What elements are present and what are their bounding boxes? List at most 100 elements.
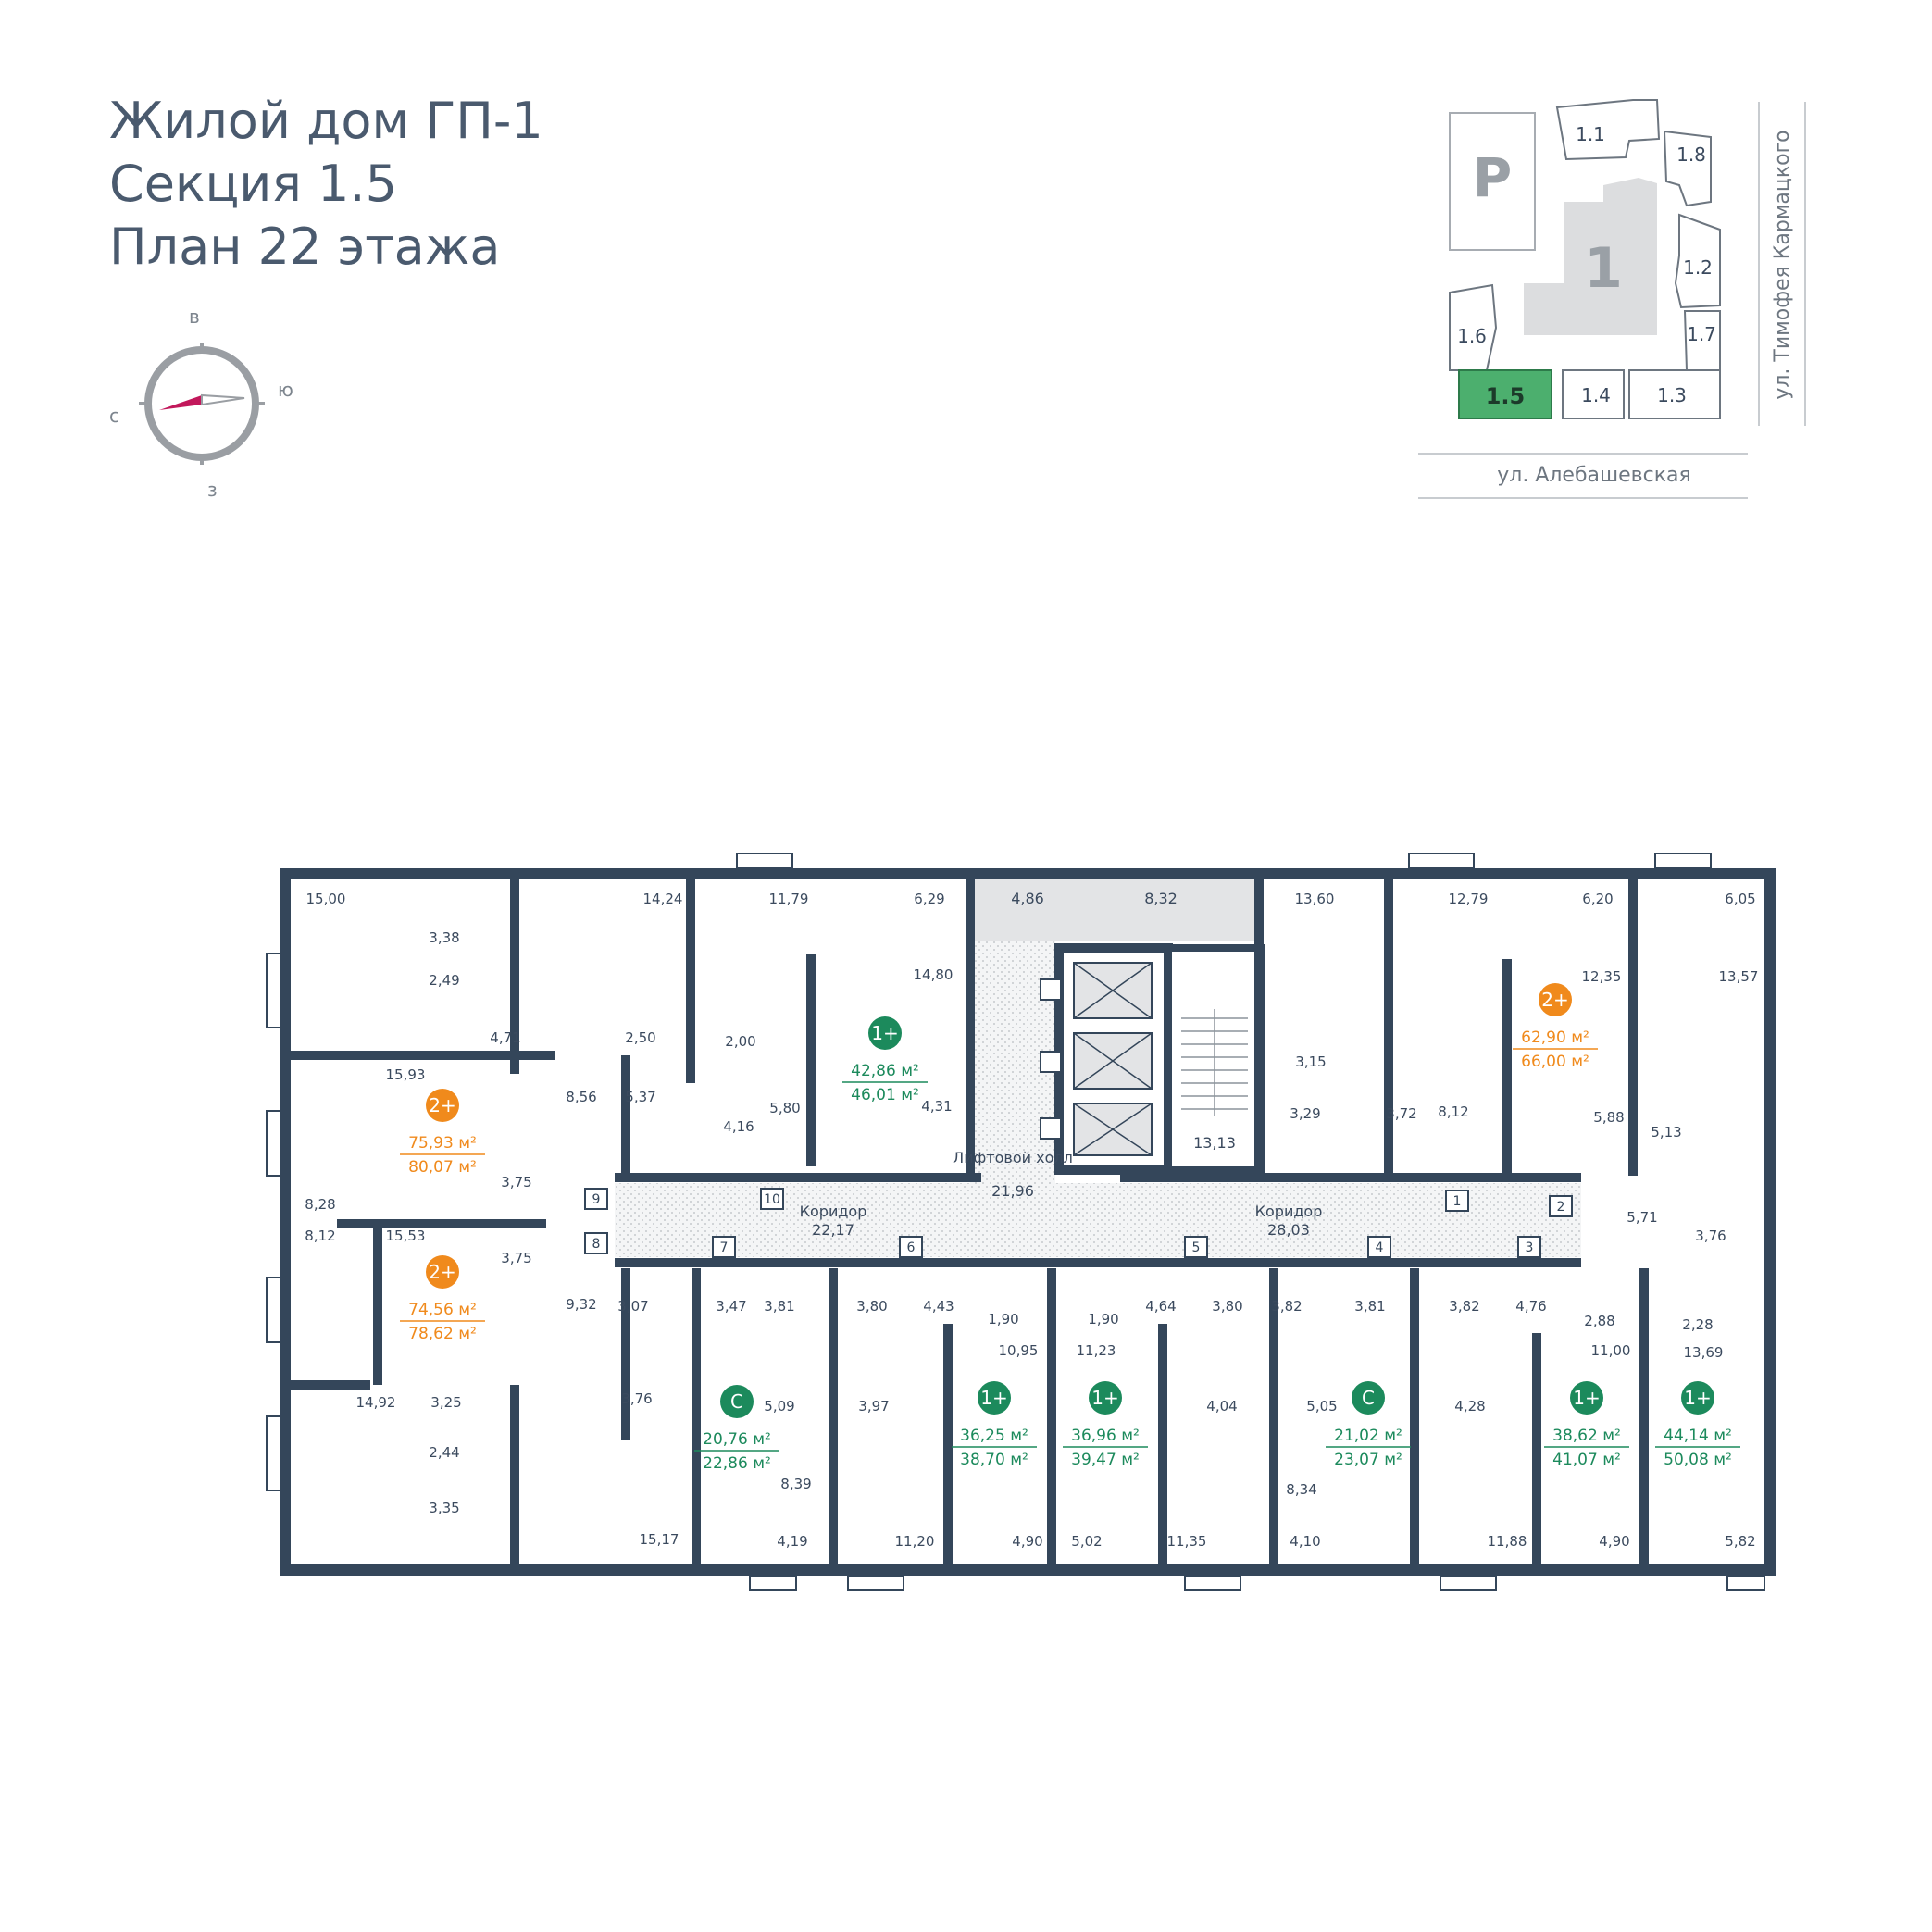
corridor	[615, 1183, 1581, 1257]
door-number-label: 8	[592, 1237, 601, 1252]
street-bottom: ул. Алебашевская	[1497, 464, 1691, 487]
building-title: Жилой дом ГП-1	[109, 92, 543, 150]
door-number-label: 3	[1526, 1240, 1534, 1255]
room-area: 3,80	[856, 1298, 887, 1315]
room-area: 3,29	[1290, 1105, 1320, 1122]
parking-label: P	[1473, 146, 1513, 209]
room-area: 3,76	[1695, 1228, 1726, 1244]
floor-title: План 22 этажа	[109, 218, 501, 276]
door-number-9: 9	[584, 1188, 608, 1210]
apartment-area-living: 20,76 м²	[703, 1430, 771, 1449]
room-area: 3,81	[1354, 1298, 1385, 1315]
apartment-area-living: 75,93 м²	[408, 1134, 477, 1153]
room-area: 8,56	[566, 1089, 596, 1105]
room-area: 15,53	[386, 1228, 426, 1244]
room-area: 1,90	[988, 1311, 1018, 1327]
hall-top-left: 4,86	[1011, 890, 1044, 907]
apartment-area-total: 66,00 м²	[1521, 1053, 1589, 1071]
building-footprint	[1524, 178, 1657, 335]
section-1-1: 1.1	[1576, 123, 1605, 145]
room-area: 3,76	[621, 1390, 652, 1407]
compass-n: в	[189, 305, 200, 328]
door-number-8: 8	[584, 1232, 608, 1254]
apartment-area-total: 80,07 м²	[408, 1158, 477, 1177]
apartment-type-circle	[426, 1089, 459, 1122]
corridor-left-area: 22,17	[812, 1221, 854, 1239]
compass-w: с	[109, 405, 119, 427]
apartment-area-total: 23,07 м²	[1334, 1451, 1402, 1469]
section-1-5: 1.5	[1486, 383, 1526, 409]
corridor-right-area: 28,03	[1267, 1221, 1310, 1239]
apartment-type: С	[1362, 1387, 1375, 1409]
apartment-type: 2+	[429, 1261, 455, 1283]
apartment-type: 2+	[1541, 989, 1568, 1011]
room-area: 13,57	[1719, 968, 1759, 985]
apartment-type: С	[730, 1390, 743, 1413]
apartment-area-living: 38,62 м²	[1552, 1427, 1621, 1445]
room-area: 3,97	[858, 1398, 889, 1415]
apartment-area-living: 74,56 м²	[408, 1301, 477, 1319]
room-area: 5,13	[1651, 1124, 1681, 1141]
apartment-area-living: 36,25 м²	[960, 1427, 1028, 1445]
apartment-type-circle	[426, 1255, 459, 1289]
building-label: 1	[1584, 236, 1623, 301]
hall-top-right: 8,32	[1144, 890, 1178, 907]
room-area: 4,16	[723, 1118, 754, 1135]
door-number-label: 10	[764, 1192, 780, 1207]
room-area: 2,28	[1682, 1316, 1713, 1333]
section-1-3: 1.3	[1657, 384, 1687, 406]
room-area: 3,75	[501, 1250, 531, 1266]
apartment-area-total: 78,62 м²	[408, 1325, 477, 1343]
room-area: 4,19	[777, 1533, 807, 1550]
apartment-type-circle	[1089, 1381, 1122, 1415]
section-1-8: 1.8	[1676, 143, 1706, 166]
room-area: 2,00	[725, 1033, 755, 1050]
compass: в ю з с	[109, 305, 293, 501]
room-area: 4,64	[1145, 1298, 1176, 1315]
apartment-type: 2+	[429, 1094, 455, 1116]
apartment-type-circle	[1539, 983, 1572, 1016]
corridor-right-label: Коридор	[1255, 1203, 1323, 1220]
room-area: 8,12	[1438, 1103, 1468, 1120]
room-area: 12,79	[1449, 891, 1489, 907]
room-area: 11,35	[1167, 1533, 1207, 1550]
door-number-label: 1	[1453, 1194, 1462, 1209]
room-area: 13,69	[1684, 1344, 1724, 1361]
door-number-label: 2	[1557, 1200, 1565, 1215]
apartment-type-circle	[868, 1016, 902, 1050]
lift-hall-top	[970, 879, 1259, 941]
apartment-badge[interactable]: 2+ 75,93 м² 80,07 м²	[400, 1089, 485, 1177]
room-area: 8,39	[780, 1476, 811, 1492]
room-area: 11,88	[1488, 1533, 1527, 1550]
room-area: 6,05	[1725, 891, 1755, 907]
door-number-label: 5	[1192, 1240, 1201, 1255]
room-area: 3,81	[764, 1298, 794, 1315]
apartment-badge[interactable]: 2+ 74,56 м² 78,62 м²	[400, 1255, 485, 1343]
interior-walls	[289, 879, 1649, 1566]
apartment-type: 1+	[1091, 1387, 1118, 1409]
room-area: 3,35	[429, 1500, 459, 1516]
room-area: 3,15	[1295, 1053, 1326, 1070]
room-area: 3,82	[1449, 1298, 1479, 1315]
apartment-type-circle	[1352, 1381, 1385, 1415]
room-area: 2,88	[1584, 1313, 1614, 1329]
door-number-7: 7	[712, 1236, 736, 1258]
apartment-area-living: 36,96 м²	[1071, 1427, 1140, 1445]
room-area: 12,35	[1582, 968, 1622, 985]
room-area: 4,76	[1515, 1298, 1546, 1315]
apartment-type: 1+	[1684, 1387, 1711, 1409]
room-area: 2,49	[429, 972, 459, 989]
apartment-type-circle	[720, 1385, 754, 1418]
apartment-area-total: 38,70 м²	[960, 1451, 1028, 1469]
room-area: 5,05	[1306, 1398, 1337, 1415]
room-area: 6,20	[1582, 891, 1613, 907]
